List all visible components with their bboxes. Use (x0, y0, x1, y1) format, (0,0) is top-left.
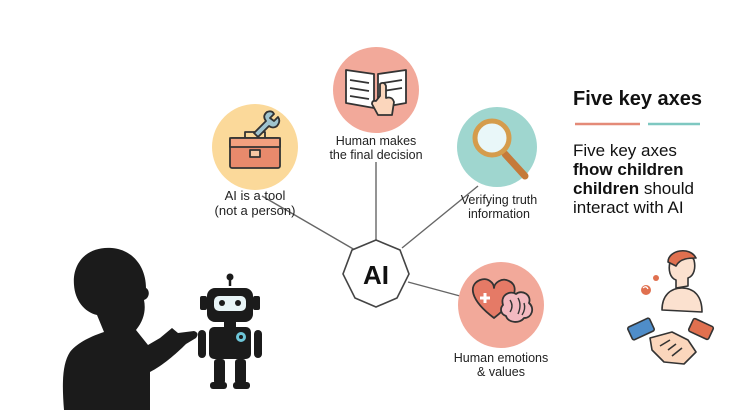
connector-verify (401, 185, 479, 249)
side-subtitle: Five key axes fhow children children sho… (573, 141, 743, 217)
subtitle-bold-part: children (573, 179, 640, 199)
child-silhouette-pointing (62, 247, 198, 410)
side-heading: Five key axes (573, 88, 702, 110)
thinking-person-icon (641, 250, 703, 313)
magnifier-icon (472, 118, 529, 180)
label-line: information (468, 207, 530, 222)
subtitle-line: children should (573, 179, 743, 198)
subtitle-line: fhow children (573, 160, 684, 180)
label-line: AI is a tool (224, 188, 286, 203)
label-line: & values (477, 365, 525, 380)
open-book-hand-icon (345, 69, 407, 116)
label-human-decision: Human makes the final decision (300, 134, 452, 163)
heart-brain-icon (471, 278, 534, 323)
handshake-icon (627, 317, 715, 365)
label-ai-tool: AI is a tool (not a person) (192, 188, 318, 219)
subtitle-line: Five key axes (573, 141, 677, 160)
center-heptagon (342, 239, 410, 308)
toolbox-wrench-icon (229, 110, 281, 169)
node-circle (333, 47, 419, 133)
center-label: AI (363, 260, 389, 290)
connector-emotions (407, 281, 461, 297)
label-line: the final decision (329, 148, 423, 163)
label-line: (not a person) (214, 202, 296, 218)
label-line: Verifying truth (460, 193, 538, 207)
label-line: Human makes (335, 134, 417, 148)
subtitle-rest-part: should (639, 179, 694, 199)
node-emotions (458, 262, 544, 348)
label-emotions: Human emotions & values (442, 351, 560, 380)
label-verify: Verifying truth information (446, 193, 552, 222)
label-line: Human emotions (453, 351, 549, 365)
node-verify (457, 107, 537, 187)
connector-ai-tool (261, 195, 356, 251)
connectors (261, 162, 479, 297)
node-ai-tool (212, 104, 298, 190)
robot-icon (198, 273, 262, 389)
subtitle-line: interact with AI (573, 198, 684, 218)
node-human-decision (333, 47, 419, 133)
